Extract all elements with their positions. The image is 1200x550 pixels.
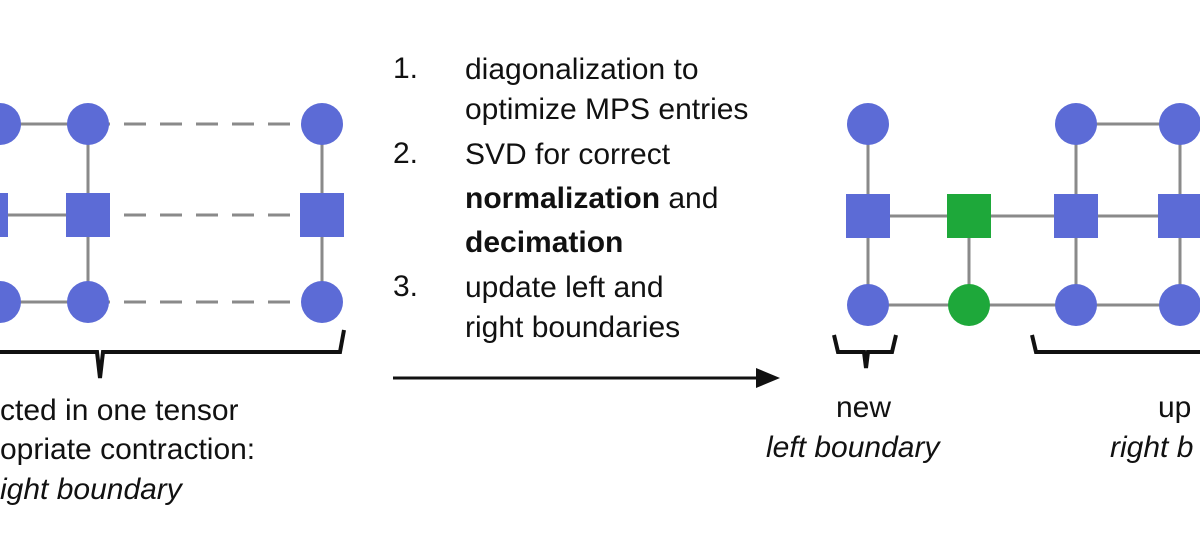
right-network [866, 122, 1200, 307]
step-2-line-2: normalization and [465, 181, 718, 217]
mps-node [67, 281, 109, 323]
mps-node [1055, 284, 1097, 326]
new-left-brace [832, 334, 898, 369]
updated-right-label-line-2: right b [1110, 431, 1194, 464]
mps-node [301, 103, 343, 145]
normalization-bold: normalization [465, 182, 661, 215]
step-2-number: 2. [393, 137, 419, 170]
mps-node [1055, 103, 1097, 145]
and-text: and [660, 182, 719, 215]
mps-node [301, 281, 343, 323]
mps-node [0, 281, 21, 323]
step-3-number: 3. [393, 270, 419, 303]
step-1-line-2: optimize MPS entries [465, 93, 749, 126]
step-3-line-2: right boundaries [465, 311, 681, 344]
right-network-nodes [846, 103, 1200, 326]
step-2-line-1: SVD for correct [465, 138, 671, 171]
step-2-line-3: decimation [465, 225, 623, 261]
updated-right-brace [1030, 334, 1200, 354]
left-brace [0, 329, 346, 379]
arrow-head [756, 368, 780, 388]
decimation-bold: decimation [465, 226, 624, 259]
mpo-node [846, 194, 890, 238]
left-network-nodes [0, 103, 344, 323]
new-left-label-line-2: left boundary [766, 431, 940, 464]
updated-right-label-line-1: up [1158, 391, 1192, 424]
mps-node [0, 103, 21, 145]
new-left-label-line-1: new [836, 391, 892, 424]
mpo-node [1054, 194, 1098, 238]
mps-node [1159, 284, 1200, 326]
left-caption-line-2: opriate contraction: [0, 433, 256, 466]
mpo-node [66, 193, 110, 237]
left-caption-line-1: cted in one tensor [0, 394, 239, 427]
mps-node [67, 103, 109, 145]
mps-node [847, 284, 889, 326]
left-network [0, 122, 340, 304]
mps-node [1159, 103, 1200, 145]
left-caption-line-3: ight boundary [0, 473, 182, 506]
active-mpo-node [947, 194, 991, 238]
active-mps-node [948, 284, 990, 326]
mpo-node [1158, 194, 1200, 238]
step-3-line-1: update left and [465, 271, 664, 304]
mpo-node [300, 193, 344, 237]
mps-node [847, 103, 889, 145]
step-1-line-1: diagonalization to [465, 53, 699, 86]
step-1-number: 1. [393, 52, 419, 85]
mpo-node [0, 193, 8, 237]
